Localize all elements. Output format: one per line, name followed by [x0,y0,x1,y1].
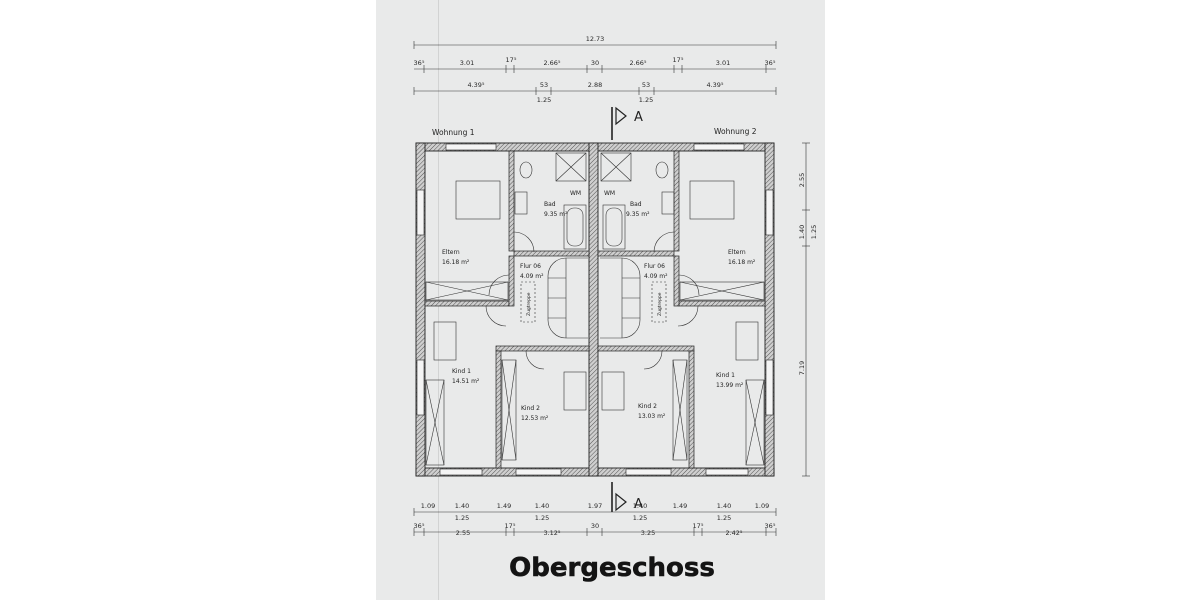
bottom-dim-row2: 36⁵ 2.55 17⁵ 3.12⁵ 30 3.25 17⁵ 2.42⁵ 36⁵ [414,522,776,537]
exterior-walls [415,142,775,477]
top-dim-row2: 4.39⁵ 53 1.25 2.88 1.25 53 4.39⁵ [467,81,723,104]
dim-label: 4.39⁵ [706,81,723,89]
section-label-top: A [634,110,643,125]
dim-label: 2.66⁵ [543,59,560,67]
dim-label: 30 [591,522,599,530]
dim-label: 1.49 [673,502,687,510]
dim-label: 1.40 [633,502,647,510]
bottom-dimension-lines [413,508,777,536]
doors [485,231,700,370]
dim-label: 53 [540,81,548,89]
stair-label-left: Zugtreppe [526,292,532,316]
dim-label: 36⁵ [765,59,776,67]
dim-label: 1.40 [798,225,806,239]
stair-label-right: Zugtreppe [657,292,663,316]
bottom-dim-row1: 1.09 1.40 1.25 1.49 1.40 1.25 1.97 1.40 … [421,502,769,522]
staircase [520,257,667,339]
dim-label: 1.25 [810,225,818,239]
dim-label: 7.19 [798,361,806,375]
apartment-label-right: Wohnung 2 [714,127,757,136]
dim-label: 36⁵ [765,522,776,530]
room-name: Eltern [728,249,746,256]
dim-label: 3.25 [641,529,655,537]
dim-label: 17⁵ [693,522,704,530]
floor-plan-drawing: 12.73 36⁵ 3.01 17⁵ 2.66⁵ 30 2.66⁵ 17⁵ 3.… [413,35,818,583]
washing-machine-label-right: WM [604,190,615,197]
room-area: 16.18 m² [728,259,756,266]
dim-label: 1.25 [717,514,731,522]
dim-label: 2.42⁵ [725,529,742,537]
room-name: Bad [630,201,642,208]
dim-label: 1.25 [639,96,653,104]
dim-label: 36⁵ [414,59,425,67]
dim-label: 3.01 [460,59,474,67]
dim-label: 1.25 [633,514,647,522]
dim-label: 17⁵ [673,56,684,64]
room-name: Flur 06 [644,263,665,270]
section-marker-top: A [611,106,643,140]
interior-walls [424,150,766,469]
dim-label: 30 [591,59,599,67]
room-area: 4.09 m² [520,273,544,280]
dim-label: 1.09 [421,502,435,510]
room-area: 13.99 m² [716,382,744,389]
dim-label: 1.40 [717,502,731,510]
washing-machine-label-left: WM [570,190,581,197]
dim-label: 1.09 [755,502,769,510]
dim-label: 53 [642,81,650,89]
dim-label: 1.25 [537,96,551,104]
room-name: Eltern [442,249,460,256]
apartment-label-left: Wohnung 1 [432,128,475,137]
bathroom-fixtures [514,152,675,250]
top-dimension-lines [413,41,777,92]
dim-label: 1.40 [535,502,549,510]
dim-label: 1.25 [535,514,549,522]
dim-label: 1.49 [497,502,511,510]
dim-label: 1.40 [455,502,469,510]
right-dimension-lines [802,142,810,477]
dim-label: 2.88 [588,81,602,89]
floor-plan-sheet: 12.73 36⁵ 3.01 17⁵ 2.66⁵ 30 2.66⁵ 17⁵ 3.… [376,0,825,600]
dim-overall-width: 12.73 [586,35,605,43]
dim-label: 17⁵ [506,56,517,64]
section-label-bottom: A [634,497,643,512]
room-area: 16.18 m² [442,259,470,266]
dim-label: 2.55 [456,529,470,537]
dim-label: 17⁵ [505,522,516,530]
room-labels: Eltern 16.18 m² Bad 9.35 m² Flur 06 4.09… [442,201,756,422]
dim-label: 2.55 [798,173,806,187]
room-area: 14.51 m² [452,378,480,385]
dim-label: 4.39⁵ [467,81,484,89]
room-area: 4.09 m² [644,273,668,280]
beds [433,180,759,411]
floor-title: Obergeschoss [509,553,715,583]
room-area: 9.35 m² [544,211,568,218]
wardrobes [425,281,765,466]
room-name: Kind 1 [716,372,735,379]
windows [416,143,774,476]
dim-label: 3.12⁵ [543,529,560,537]
dim-label: 36⁵ [414,522,425,530]
room-name: Bad [544,201,556,208]
room-name: Kind 1 [452,368,471,375]
dim-label: 2.66⁵ [629,59,646,67]
top-dim-row1: 36⁵ 3.01 17⁵ 2.66⁵ 30 2.66⁵ 17⁵ 3.01 36⁵ [414,56,776,67]
room-name: Kind 2 [638,403,657,410]
section-marker-bottom: A [611,482,643,512]
dim-label: 1.25 [455,514,469,522]
top-dimension-ticks [413,65,777,95]
room-name: Kind 2 [521,405,540,412]
room-area: 13.03 m² [638,413,666,420]
room-area: 12.53 m² [521,415,549,422]
room-name: Flur 06 [520,263,541,270]
dim-label: 3.01 [716,59,730,67]
room-area: 9.35 m² [626,211,650,218]
dim-label: 1.97 [588,502,602,510]
